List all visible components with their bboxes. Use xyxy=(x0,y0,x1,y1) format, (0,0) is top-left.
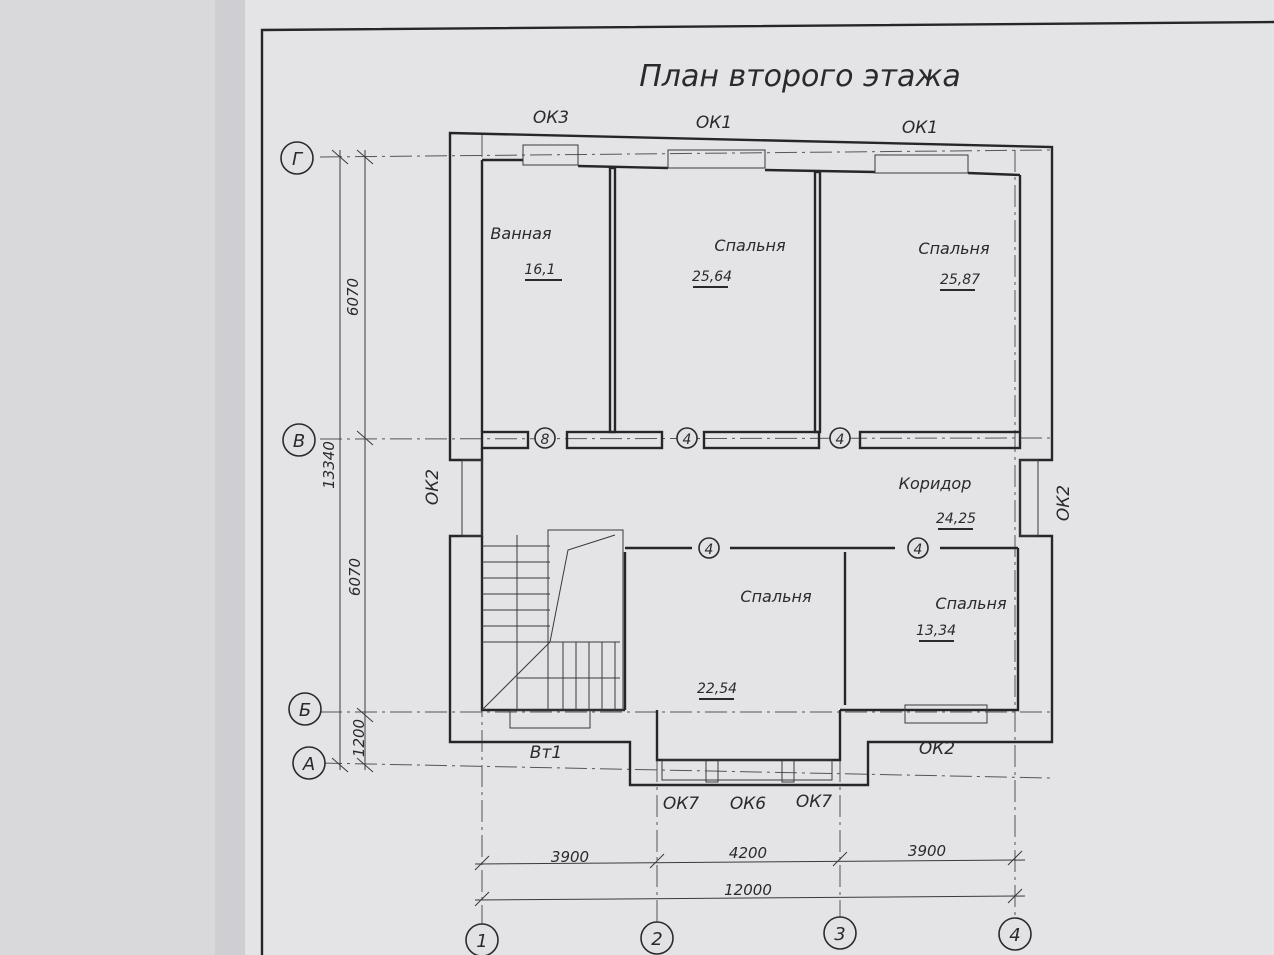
room-area: 22,54 xyxy=(697,681,737,697)
window-label-ok2: ОК2 xyxy=(919,739,955,759)
room-bedroom-2: Спальня 25,87 xyxy=(918,239,990,291)
window-label-ok7: ОК7 xyxy=(663,794,699,814)
staircase xyxy=(481,529,624,711)
axis-label: 2 xyxy=(651,929,662,950)
wall-mark: 4 xyxy=(914,542,923,558)
dimension-lines xyxy=(331,149,1026,907)
drawing-title: План второго этажа xyxy=(639,59,961,94)
room-corridor: Коридор 24,25 xyxy=(899,474,976,530)
wall-markers: 8 4 4 4 4 xyxy=(534,427,929,559)
axis-label: 3 xyxy=(834,924,845,945)
room-name: Спальня xyxy=(714,236,786,255)
dimension-vertical: 1200 xyxy=(350,719,368,757)
interior-walls xyxy=(480,166,1022,710)
dimension-horizontal-total: 12000 xyxy=(724,881,772,899)
room-bedroom-3: Спальня 22,54 xyxy=(697,587,812,700)
wall-mark: 8 xyxy=(541,432,550,448)
window-label-ok3: ОК3 xyxy=(533,108,569,128)
sheet xyxy=(215,0,1274,955)
axis-label: 1 xyxy=(476,931,487,952)
room-name: Спальня xyxy=(740,587,812,606)
window-label-ok2-left: ОК2 xyxy=(423,469,443,505)
dimension-vertical: 6070 xyxy=(344,278,362,316)
room-area: 25,64 xyxy=(692,269,732,285)
dimension-vertical: 6070 xyxy=(346,558,364,596)
axis-label: В xyxy=(293,431,305,452)
window-label-ok7: ОК7 xyxy=(796,792,832,812)
room-name: Спальня xyxy=(935,594,1007,613)
wall-mark: 4 xyxy=(705,542,714,558)
outer-walls xyxy=(448,131,1054,787)
room-area: 24,25 xyxy=(936,511,976,527)
room-bedroom-4: Спальня 13,34 xyxy=(916,594,1007,642)
window-label-ok1: ОК1 xyxy=(696,113,732,133)
axis-bubbles: 1 2 3 4 Г В Б А xyxy=(280,141,1032,955)
axis-label: 4 xyxy=(1009,925,1020,946)
window-label-ok6: ОК6 xyxy=(730,794,766,814)
room-name: Спальня xyxy=(918,239,990,258)
axis-label: Б xyxy=(299,700,311,721)
page-fold-shadow xyxy=(215,0,245,955)
room-bedroom-1: Спальня 25,64 xyxy=(692,236,786,288)
room-area: 13,34 xyxy=(916,623,956,639)
dimension-horizontal: 3900 xyxy=(551,848,589,866)
dimension-vertical-total: 13340 xyxy=(320,441,338,489)
axis-label: А xyxy=(302,754,315,775)
dimension-horizontal: 3900 xyxy=(908,842,946,860)
room-name: Коридор xyxy=(899,474,972,493)
drawing-frame xyxy=(260,20,1274,955)
axis-label: Г xyxy=(292,149,304,170)
room-area: 16,1 xyxy=(524,262,555,278)
room-area: 25,87 xyxy=(940,272,980,288)
window-label-ok1: ОК1 xyxy=(902,118,938,138)
window-label-ok2-right: ОК2 xyxy=(1054,485,1074,521)
wall-mark: 4 xyxy=(683,432,692,448)
room-bathroom: Ванная 16,1 xyxy=(490,224,562,281)
room-name: Ванная xyxy=(490,224,552,243)
wall-mark: 4 xyxy=(836,432,845,448)
door-label-vt1: Вт1 xyxy=(530,743,562,763)
dimension-horizontal: 4200 xyxy=(729,844,767,862)
